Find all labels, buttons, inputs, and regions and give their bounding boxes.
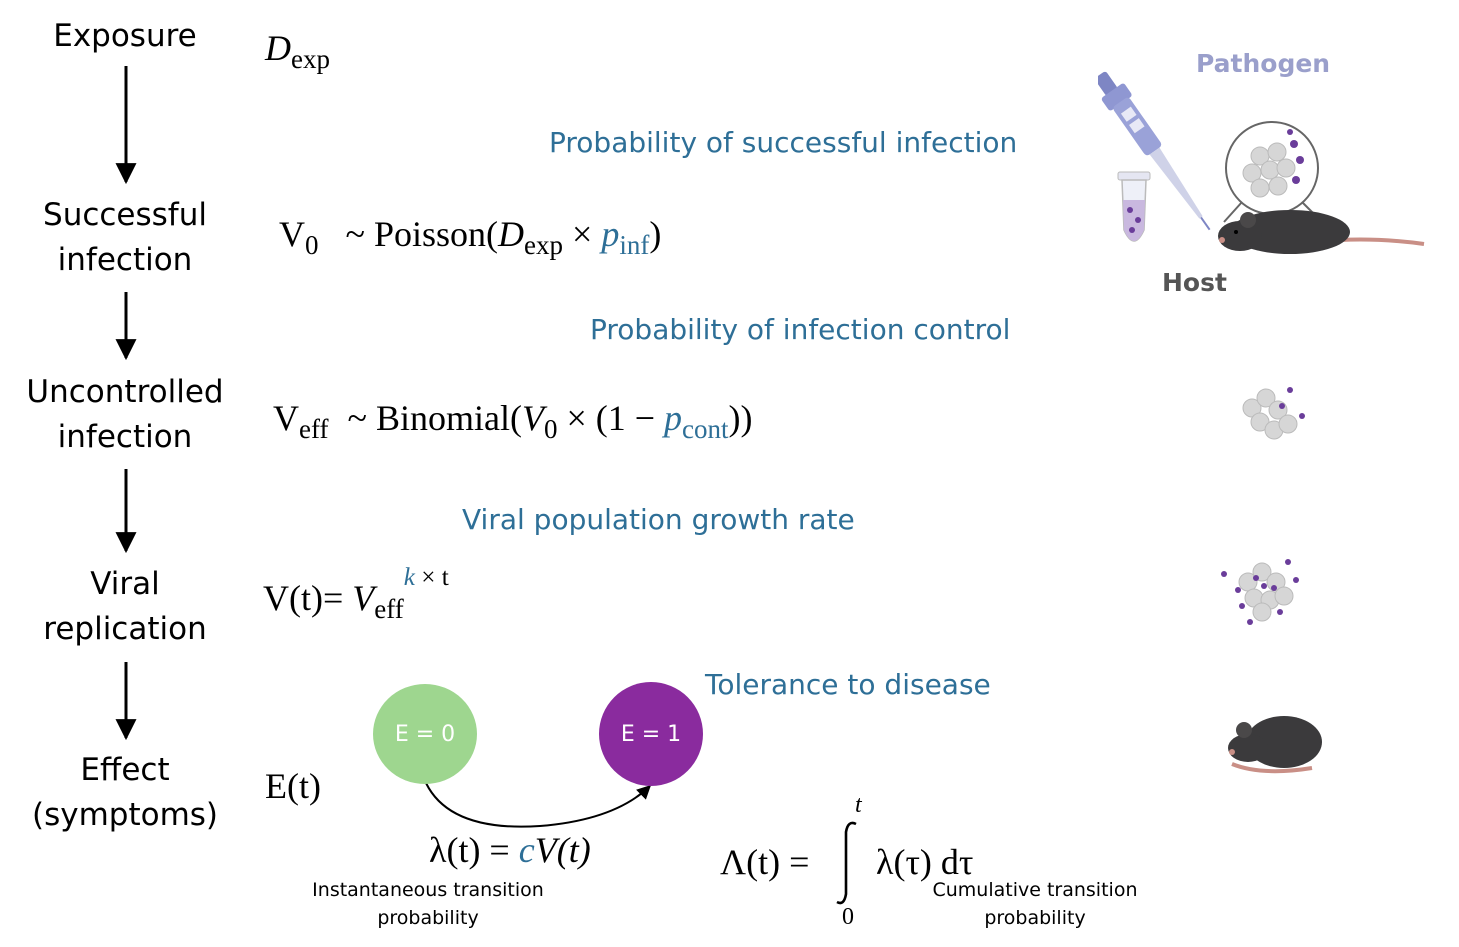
stage-successful-infection: Successful infection	[43, 197, 207, 278]
param-k-label: Viral population growth rate	[462, 503, 855, 536]
caption-instantaneous: Instantaneous transition probability	[312, 879, 544, 929]
stage-exposure: Exposure	[53, 18, 197, 54]
integral-upper-limit: t	[855, 792, 862, 818]
stage-effect: Effect (symptoms)	[31, 752, 219, 833]
equation-successful-infection: V0 ~ Poisson(Dexp × pinf)	[279, 214, 662, 261]
host-label: Host	[1162, 268, 1227, 297]
param-p-cont-label: Probability of infection control	[590, 313, 1011, 346]
pipette-icon	[1098, 71, 1211, 231]
pathogen-label: Pathogen	[1196, 49, 1331, 78]
caption-cumulative: Cumulative transition probability	[932, 879, 1138, 929]
cell-cluster-replicating-icon	[1221, 559, 1299, 625]
integral-lower-limit: 0	[842, 904, 854, 930]
tube-icon	[1117, 171, 1151, 242]
stage-uncontrolled-infection: Uncontrolled infection	[26, 374, 224, 455]
equation-cumulative-lhs: Λ(t) =	[720, 842, 810, 882]
param-p-inf-label: Probability of successful infection	[549, 126, 1018, 159]
transition-arc	[425, 782, 652, 828]
state-e0: E = 0	[373, 684, 477, 784]
equation-effect: E(t)	[265, 766, 321, 806]
equation-viral-replication: V(t)= Veffk × t	[263, 564, 449, 625]
equation-exposure: Dexp	[265, 28, 330, 75]
equation-uncontrolled-infection: Veff ~ Binomial(V0 × (1 − pcont))	[273, 398, 753, 445]
stage-viral-replication: Viral replication	[43, 566, 207, 647]
mouse-host-icon	[1218, 210, 1425, 254]
sick-mouse-icon	[1228, 716, 1322, 774]
equation-cumulative-integrand: λ(τ) dτ	[876, 842, 974, 882]
integral-sign	[836, 821, 857, 905]
equation-hazard: λ(t) = cV(t)	[429, 830, 591, 870]
state-e1: E = 1	[599, 682, 703, 786]
cell-cluster-small-icon	[1242, 387, 1305, 440]
param-c-label: Tolerance to disease	[705, 668, 991, 701]
